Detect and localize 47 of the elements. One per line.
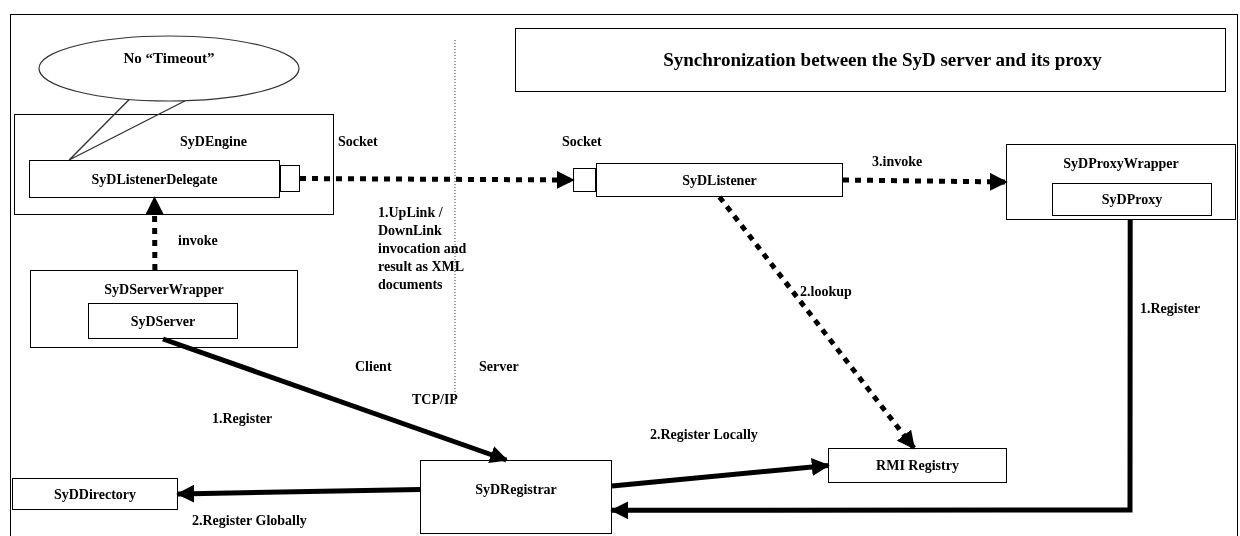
arrow	[611, 458, 830, 489]
component-box	[29, 160, 280, 198]
box-shape	[280, 165, 300, 192]
arrow	[610, 220, 1133, 520]
edge-label: 1.UpLink / DownLink invocation and result as XML documents	[378, 204, 468, 294]
edge-label: 2.Register Globally	[192, 512, 308, 530]
component-label: SyDEngine	[180, 133, 247, 151]
edge-label: invoke	[178, 232, 219, 250]
text-label: Client	[355, 358, 392, 376]
box-shape	[573, 168, 596, 192]
edge-label: 1.Register	[1140, 300, 1202, 318]
edge-label: 2.lookup	[800, 283, 853, 301]
component-box	[420, 460, 612, 534]
edge-label: 3.invoke	[872, 153, 924, 171]
callout-tail	[68, 98, 186, 161]
arrow	[842, 172, 1008, 191]
component-label: SyDServer	[130, 312, 196, 331]
text-label: Server	[479, 358, 519, 376]
edge-label: 2.Register Locally	[650, 426, 759, 444]
edge-label: 1.Register	[212, 410, 274, 428]
component-box	[30, 270, 298, 348]
arrow	[145, 196, 164, 270]
callout-text: No “Timeout”	[123, 49, 215, 68]
component-label: RMI Registry	[876, 457, 959, 475]
arrow	[176, 484, 421, 503]
component-label: SyDProxyWrapper	[1063, 155, 1179, 173]
component-box	[12, 478, 178, 510]
callout-bubble	[38, 35, 300, 102]
arrow	[162, 336, 509, 464]
component-box	[828, 448, 1007, 483]
component-label: SyDListenerDelegate	[91, 170, 218, 189]
text-label: Socket	[562, 133, 602, 151]
component-label: SyDServerWrapper	[104, 281, 224, 299]
component-label: SyDListener	[682, 171, 757, 190]
component-box	[596, 163, 843, 197]
component-label: SyDProxy	[1101, 191, 1163, 209]
text-label: Socket	[338, 133, 378, 151]
component-box	[88, 303, 238, 339]
component-label: SyDDirectory	[53, 485, 137, 504]
component-box	[1006, 144, 1236, 220]
component-box	[14, 114, 334, 215]
diagram-title: Synchronization between the SyD server and its proxy	[663, 47, 1102, 72]
arrow	[717, 195, 916, 450]
text-label: TCP/IP	[412, 391, 458, 409]
component-box	[1052, 183, 1212, 216]
component-label: SyDRegistrar	[475, 480, 557, 499]
arrow	[300, 170, 575, 189]
